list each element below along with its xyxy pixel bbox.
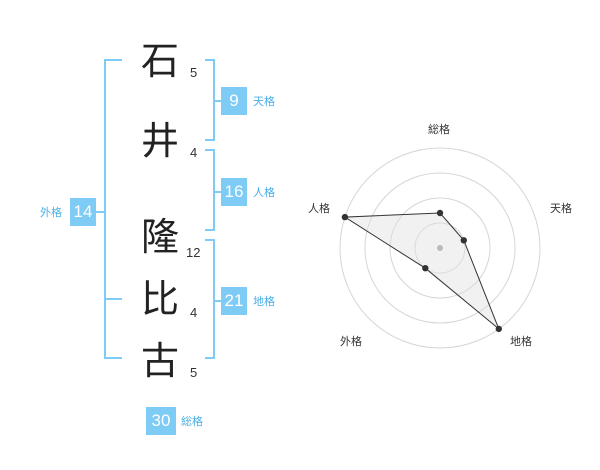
radar-grid-ring-4 [339,147,541,349]
gai-bracket-top [104,59,122,61]
chi-bracket-stub [215,300,221,302]
jin-bracket-top [205,149,215,151]
jin-label: 人格 [253,186,275,199]
radar-axis-label-sou: 総格 [428,123,450,136]
chi-bracket-spine [213,239,215,359]
jin-bracket-spine [213,149,215,231]
radar-series-polygon [343,212,500,330]
chi-bracket-bottom [205,357,215,359]
chi-value-badge: 21 [221,287,247,315]
ten-value-badge: 9 [221,87,247,115]
gai-bracket-spine [104,59,106,359]
radar-point-1 [436,209,444,217]
ten-bracket-spine [213,59,215,141]
radar-axis-label-jin: 人格 [308,202,330,215]
sou-label: 総格 [181,415,203,428]
chi-label: 地格 [253,295,275,308]
name-char-5: 古 [140,339,179,383]
radar-axis-label-gai: 外格 [340,335,362,348]
stroke-count-1: 5 [190,65,198,80]
jin-bracket-stub [215,191,221,193]
gai-value-badge: 14 [70,198,96,226]
jin-bracket-bottom [205,229,215,231]
radar-grid-ring-1 [414,222,466,274]
gai-bracket-stub [96,211,104,213]
stroke-count-4: 4 [190,305,198,320]
radar-point-4 [422,265,429,272]
ten-bracket-bottom [205,139,215,141]
ten-label: 天格 [253,95,275,108]
gai-label: 外格 [40,206,62,219]
radar-point-2 [460,237,467,244]
name-char-1: 石 [140,39,179,83]
ten-bracket-top [205,59,215,61]
name-char-3: 隆 [140,215,179,259]
sou-value-badge: 30 [146,407,176,435]
name-char-2: 井 [140,119,179,163]
radar-axis-label-chi: 地格 [510,335,532,348]
chi-bracket-top [205,239,215,241]
radar-point-5 [341,213,349,221]
stroke-count-3: 12 [186,245,201,260]
gai-bracket-bottom [104,357,122,359]
radar-grid-ring-2 [389,197,491,299]
ten-bracket-stub [215,100,221,102]
radar-grid-ring-3 [364,172,516,324]
jin-value-badge: 16 [221,178,247,206]
stroke-count-5: 5 [190,365,198,380]
name-char-4: 比 [140,277,179,321]
stroke-count-2: 4 [190,145,198,160]
radar-axis-label-ten: 天格 [550,202,572,215]
radar-center-dot [437,245,443,251]
radar-point-3 [495,325,502,333]
gai-bracket-mid [104,298,122,300]
